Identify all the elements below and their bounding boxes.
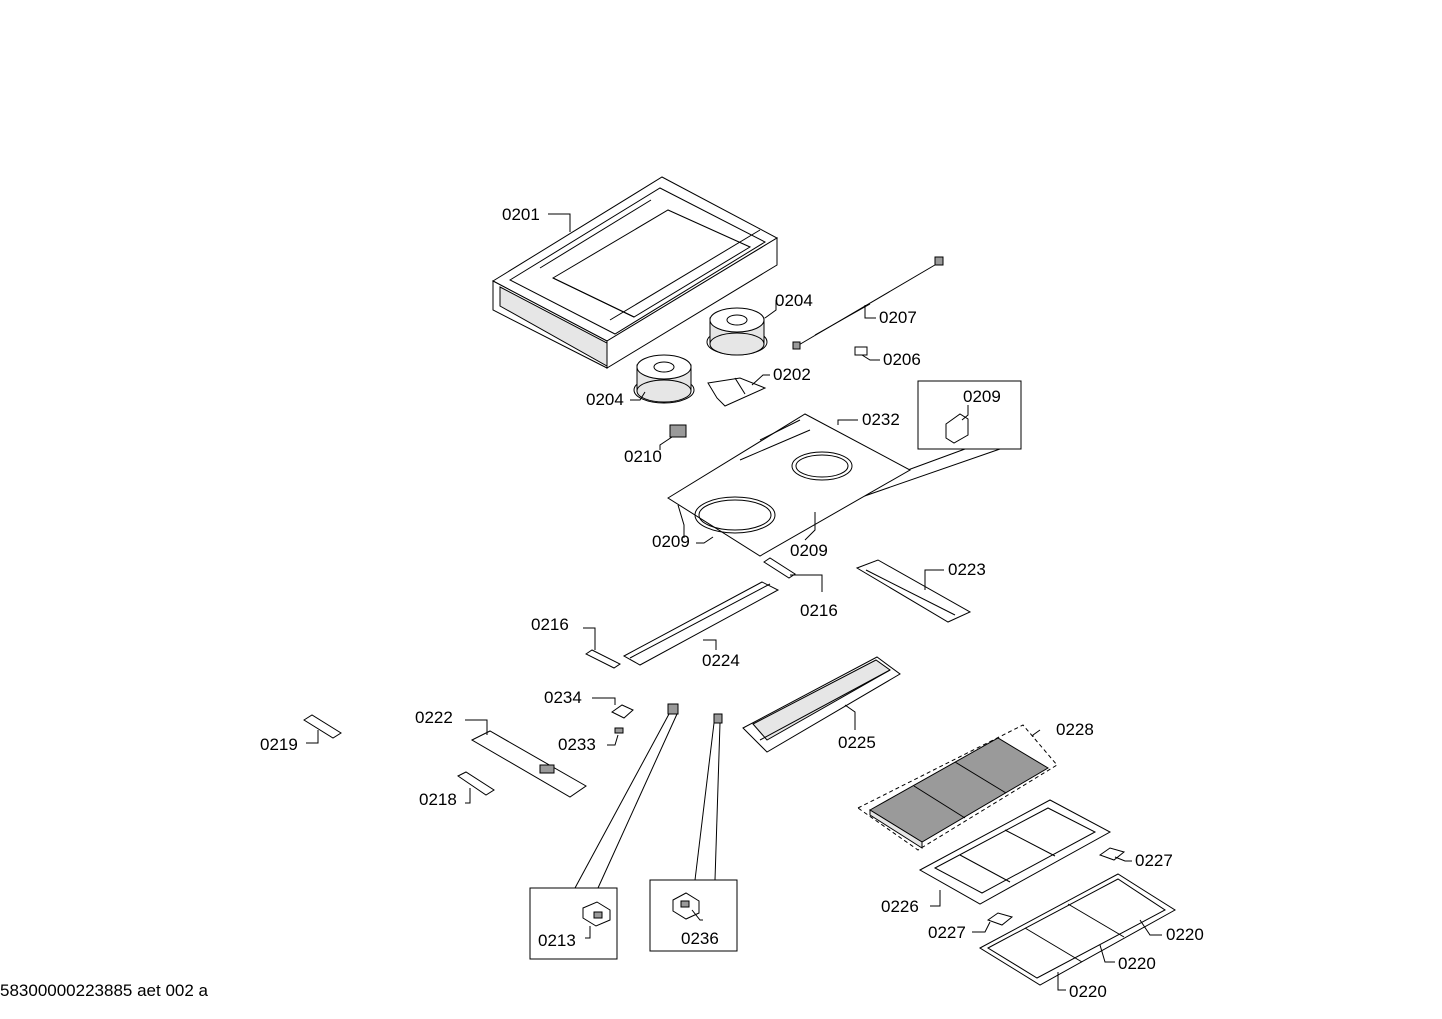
label-0236: 0236 bbox=[681, 929, 719, 948]
part-0236-detail-box bbox=[649, 879, 738, 952]
label-0222: 0222 bbox=[415, 708, 453, 727]
part-0219-strip bbox=[303, 714, 342, 739]
label-0219: 0219 bbox=[260, 735, 298, 754]
label-0207: 0207 bbox=[879, 308, 917, 327]
part-0204-fan-upper bbox=[706, 307, 768, 356]
drawing-code: 58300000223885 aet 002 a bbox=[0, 981, 209, 1000]
part-0227-clip-right bbox=[1098, 847, 1126, 861]
part-0236-switch bbox=[672, 892, 700, 920]
label-0206: 0206 bbox=[883, 350, 921, 369]
part-0213-small bbox=[667, 703, 679, 715]
label-0204-upper: 0204 bbox=[775, 291, 813, 310]
part-0228-grease-filters bbox=[857, 724, 1058, 851]
label-0225: 0225 bbox=[838, 733, 876, 752]
part-0216-lower bbox=[585, 649, 621, 669]
part-0227-clip-left bbox=[986, 912, 1014, 926]
part-0206-clip bbox=[854, 346, 868, 356]
label-0220-a: 0220 bbox=[1166, 925, 1204, 944]
part-0236-small bbox=[713, 713, 723, 724]
part-0204-fan-lower bbox=[633, 354, 695, 404]
label-0233: 0233 bbox=[558, 735, 596, 754]
label-0209-right: 0209 bbox=[790, 541, 828, 560]
part-0222-control-panel bbox=[470, 730, 587, 798]
label-0227-right: 0227 bbox=[1135, 851, 1173, 870]
label-0234: 0234 bbox=[544, 688, 582, 707]
part-0201-housing bbox=[491, 176, 779, 369]
label-0224: 0224 bbox=[702, 651, 740, 670]
label-0228: 0228 bbox=[1056, 720, 1094, 739]
part-0220-carbon-filters bbox=[978, 873, 1176, 986]
part-0209-clip-detail bbox=[945, 413, 969, 444]
part-0213-switch bbox=[582, 901, 611, 927]
label-0201: 0201 bbox=[502, 205, 540, 224]
part-0225-channel bbox=[742, 656, 901, 753]
label-0227-left: 0227 bbox=[928, 923, 966, 942]
part-0210-connector bbox=[669, 424, 687, 438]
label-0216-right: 0216 bbox=[800, 601, 838, 620]
part-0224-bar bbox=[622, 581, 780, 666]
label-0209-left: 0209 bbox=[652, 532, 690, 551]
part-0207-cable bbox=[792, 256, 944, 350]
part-0233-chip bbox=[614, 727, 624, 734]
part-0226-filter-frame bbox=[918, 799, 1112, 905]
label-0223: 0223 bbox=[948, 560, 986, 579]
part-0218-strip bbox=[457, 771, 495, 796]
label-0226: 0226 bbox=[881, 897, 919, 916]
label-0220-b: 0220 bbox=[1118, 954, 1156, 973]
label-0204-lower: 0204 bbox=[586, 390, 624, 409]
label-0209-box: 0209 bbox=[963, 387, 1001, 406]
part-0202-bracket bbox=[707, 377, 767, 407]
label-0216-left: 0216 bbox=[531, 615, 569, 634]
label-0218: 0218 bbox=[419, 790, 457, 809]
part-0232-base-plate bbox=[667, 413, 912, 557]
label-0220-c: 0220 bbox=[1069, 982, 1107, 1001]
part-0223-bar bbox=[855, 559, 972, 623]
part-0216-upper bbox=[763, 557, 796, 579]
label-0232: 0232 bbox=[862, 410, 900, 429]
label-0213: 0213 bbox=[538, 931, 576, 950]
part-0209-detail-box bbox=[917, 380, 1022, 450]
part-0213-detail-box bbox=[529, 887, 618, 960]
part-0234-module bbox=[611, 704, 634, 719]
label-0210: 0210 bbox=[624, 447, 662, 466]
label-0202: 0202 bbox=[773, 365, 811, 384]
